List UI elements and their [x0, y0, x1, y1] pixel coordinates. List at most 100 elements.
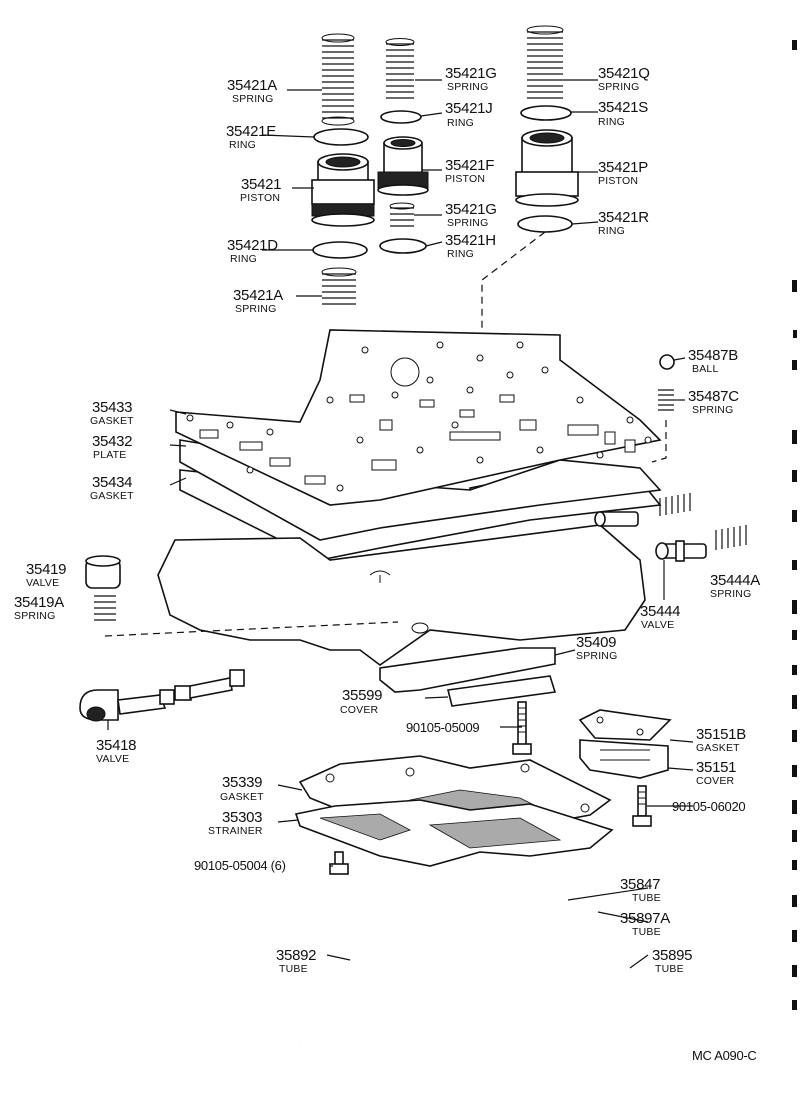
spring-35421g-lower: [389, 202, 415, 227]
label-35421a-lower: 35421A SPRING: [233, 287, 284, 315]
part-number: 35421A: [233, 287, 283, 304]
part-number: 35421G: [445, 201, 497, 218]
label-35487b: 35487B BALL: [688, 347, 739, 375]
part-desc: VALVE: [641, 619, 674, 631]
plug-left-35444: [594, 511, 639, 527]
part-number: 35421A: [227, 77, 277, 94]
part-desc: SPRING: [14, 610, 55, 622]
label-35444: 35444 VALVE: [640, 603, 681, 631]
label-35599: 35599 COVER: [340, 687, 383, 716]
part-desc: PISTON: [598, 175, 638, 187]
margin-marks: [792, 40, 797, 1010]
part-number: 35444A: [710, 572, 760, 589]
label-35487c: 35487C SPRING: [688, 388, 740, 416]
diagram-code: MC A090-C: [692, 1048, 757, 1063]
valve-body: [157, 524, 646, 666]
part-desc: SPRING: [447, 81, 488, 93]
part-number: 35421J: [445, 100, 492, 117]
part-desc: SPRING: [232, 93, 273, 105]
part-number: 35434: [92, 474, 132, 491]
spring-upper-right: [659, 493, 691, 516]
part-number: 35487B: [688, 347, 738, 364]
ball-35487b: [659, 354, 675, 370]
label-35151: 35151 COVER: [696, 759, 737, 787]
part-number: 35444: [640, 603, 680, 620]
part-desc: GASKET: [220, 791, 264, 803]
part-number: 35151: [696, 759, 736, 776]
spring-35421a-lower: [321, 267, 357, 305]
part-number: 35151B: [696, 726, 746, 743]
guide-line-valve-35419: [104, 621, 399, 637]
ring-35421e: [313, 128, 369, 146]
ring-35421r: [517, 215, 573, 233]
piston-35421: [311, 153, 375, 227]
part-desc: RING: [229, 139, 256, 151]
part-desc: PISTON: [445, 173, 485, 185]
part-number: 35421D: [227, 237, 278, 254]
part-number: 35418: [96, 737, 136, 754]
guide-line-right-piston: [481, 231, 546, 330]
label-35421q: 35421Q SPRING: [598, 65, 650, 93]
part-number: 35421R: [598, 209, 649, 226]
part-desc: SPRING: [576, 650, 617, 662]
spring-35487c: [658, 389, 674, 411]
part-number: 35421G: [445, 65, 497, 82]
label-35409: 35409 SPRING: [576, 634, 617, 662]
part-number: 90105-05009: [406, 720, 479, 735]
part-desc: RING: [447, 248, 474, 260]
part-desc: VALVE: [26, 577, 59, 589]
part-desc: PISTON: [240, 192, 280, 204]
valve-35444: [655, 540, 707, 562]
bolt-90105-05004: [329, 851, 349, 875]
part-number: 35847: [620, 876, 660, 893]
label-35421h: 35421H RING: [445, 232, 496, 260]
part-number: 35421F: [445, 157, 494, 174]
label-35421j: 35421J RING: [445, 100, 493, 129]
part-desc: SPRING: [447, 217, 488, 229]
label-35419: 35419 VALVE: [26, 561, 67, 589]
bolt-90105-06020: [632, 785, 652, 827]
label-35895: 35895 TUBE: [652, 947, 693, 975]
tube-35897a: [559, 900, 600, 928]
part-number: 35303: [222, 809, 262, 826]
label-35434: 35434 GASKET: [90, 474, 134, 502]
spring-35419a: [94, 595, 116, 621]
part-number: 35419A: [14, 594, 64, 611]
part-desc: SPRING: [692, 404, 733, 416]
part-number: 35409: [576, 634, 616, 651]
label-90105-06020: 90105-06020: [672, 799, 746, 814]
part-desc: RING: [230, 253, 257, 265]
part-desc: GASKET: [90, 490, 134, 502]
part-desc: COVER: [340, 704, 379, 716]
part-number: 35421S: [598, 99, 648, 116]
ring-35421j: [380, 110, 422, 124]
part-desc: RING: [598, 116, 625, 128]
label-35421p: 35421P PISTON: [598, 159, 649, 187]
label-35421: 35421 PISTON: [240, 176, 282, 204]
part-number: 35421E: [226, 123, 276, 140]
tube-35892: [279, 926, 503, 1048]
part-desc: PLATE: [93, 449, 126, 461]
part-number: 35421Q: [598, 65, 650, 82]
part-number: 35487C: [688, 388, 739, 405]
spring-35421a-upper: [321, 33, 355, 126]
part-desc: TUBE: [279, 963, 308, 975]
label-35418: 35418 VALVE: [96, 737, 137, 765]
part-desc: BALL: [692, 363, 719, 375]
piston-35421p: [515, 129, 579, 207]
label-35419a: 35419A SPRING: [14, 594, 65, 622]
label-35847: 35847 TUBE: [620, 876, 661, 904]
gasket-35151b: [578, 709, 672, 741]
label-90105-05009: 90105-05009: [406, 720, 480, 735]
gasket-35433: [175, 329, 662, 506]
part-number: 35599: [342, 687, 382, 704]
tube-35895: [299, 890, 633, 1048]
spring-35421q: [526, 25, 564, 99]
part-desc: GASKET: [696, 742, 740, 754]
label-35421s: 35421S RING: [598, 99, 649, 128]
part-desc: GASKET: [90, 415, 134, 427]
part-number: 90105-06020: [672, 799, 745, 814]
cover-35599: [447, 675, 557, 707]
